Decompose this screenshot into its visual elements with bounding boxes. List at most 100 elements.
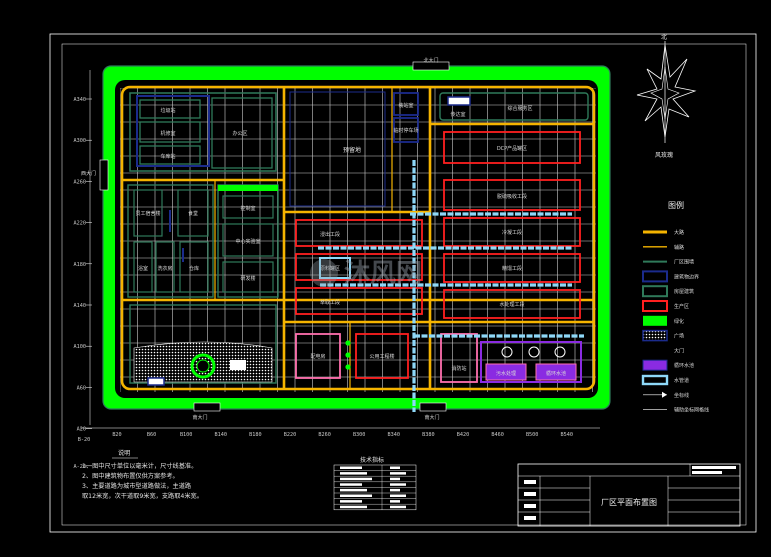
legend-swatch: [642, 359, 668, 371]
axis-x-label: B500: [526, 432, 539, 438]
axis-y-label: A220: [74, 221, 87, 227]
axis-x-label: B100: [180, 432, 193, 438]
yard-reserved: [289, 91, 386, 207]
pipe-junction: [319, 257, 351, 279]
legend-label: 辅路: [674, 244, 684, 251]
nw-compound: [129, 92, 277, 172]
bldg-top-right: [439, 92, 589, 121]
compass-rose-shape: [636, 44, 697, 138]
axis-y-label: A260: [74, 179, 87, 185]
legend-item: 房屋建筑: [642, 285, 694, 298]
axis-x-label: B-20: [78, 437, 91, 443]
legend-item: 大路: [643, 229, 684, 236]
bldg-control: [222, 195, 274, 219]
west-gate: [99, 159, 109, 191]
axis-y-label: A100: [74, 344, 87, 350]
plaza-block: [230, 360, 246, 370]
note-line-2: 2、图中建筑物布置仅供方案参考。: [82, 472, 179, 480]
label-nw2: 机修室: [160, 130, 175, 137]
legend-label: 大门: [674, 347, 684, 354]
legend-label: 房屋建筑: [674, 288, 694, 295]
label-left4: 洗衣房: [157, 265, 172, 272]
tech-table-cell: [340, 472, 367, 475]
tech-table-cell: [390, 466, 400, 469]
label-zone-2: 脱硫吸收工段: [497, 193, 527, 200]
zone-3: [443, 217, 581, 247]
factory-wall: [102, 65, 611, 410]
legend-item: 大门: [674, 347, 684, 354]
tech-table-cell: [390, 488, 400, 492]
label-zone12: 污水处理: [496, 370, 516, 377]
legend-swatch: [642, 329, 668, 342]
label-zone10: 公用工程楼: [369, 353, 394, 360]
bldg-left3: [133, 241, 153, 293]
pool-2: [535, 363, 577, 381]
legend-label: 循环水池: [674, 362, 694, 369]
legend-swatch: [642, 300, 668, 312]
bldg-zone13: [480, 341, 582, 383]
guardhouse-sw: [147, 377, 165, 386]
legend-label: 坐标线: [674, 392, 689, 399]
label-zone-7: 原料罐区: [320, 265, 340, 272]
legend-label: 水管道: [674, 377, 689, 384]
legend-item: 水管道: [641, 374, 689, 386]
transformer-dot-1: [345, 340, 351, 346]
bldg-left1: [133, 189, 163, 237]
drawing-title: 厂区平面布置图: [601, 497, 657, 507]
water-pipes: [318, 160, 584, 412]
axis-x-label: B340: [388, 432, 401, 438]
label-zone-1: DCP产品罐区: [497, 145, 527, 152]
north-gate-label: 北大门: [423, 57, 438, 64]
axis-x-label: B220: [284, 432, 297, 438]
axis-y-label: A300: [74, 138, 87, 144]
label-zone-3: 冷凝工段: [502, 229, 522, 236]
legend-label: 辅助坐标网格线: [674, 407, 709, 414]
legend: 大路辅路厂区围墙建筑物边界房屋建筑生产区绿化广场大门循环水池水管道坐标线辅助坐标…: [641, 229, 709, 414]
axis-x-label: B420: [457, 432, 470, 438]
note-line-1: 1、图中尺寸单位以毫米计，尺寸线基准。: [82, 462, 197, 470]
tb-fill-5: [524, 504, 536, 508]
main-roads: [120, 85, 596, 391]
tb-fill-4: [524, 492, 536, 496]
tb-fill-3: [524, 480, 536, 484]
fountain-core: [196, 359, 210, 373]
bldg-guard1: [393, 92, 419, 116]
legend-item: 厂区围墙: [643, 259, 694, 266]
legend-item: 循环水池: [642, 359, 694, 371]
zone-7: [295, 253, 423, 281]
title-block: [517, 463, 741, 527]
north-gate: [412, 61, 450, 71]
label-nw1: 垃圾站: [160, 107, 175, 114]
lab-green-edge: [218, 185, 278, 191]
tank-1: [501, 346, 513, 358]
label-top-right: 综合服务区: [507, 105, 532, 112]
axis-x-label: B60: [147, 432, 156, 438]
w-compound: [127, 184, 214, 298]
legend-label: 厂区围墙: [674, 259, 694, 266]
label-gate-small: 传达室: [450, 111, 465, 118]
legend-swatch: [641, 374, 669, 386]
bldg-central: [222, 223, 274, 257]
tech-table-title: 技术指标: [360, 456, 384, 464]
tech-table-cell: [340, 483, 362, 486]
compass-rose: 北 风玫瑰: [636, 33, 697, 159]
tb-fill-1: [692, 466, 736, 469]
legend-item: 辅路: [643, 244, 684, 251]
axis-x-label: B380: [422, 432, 435, 438]
zone-2: [443, 179, 581, 211]
legend-swatch: [642, 285, 668, 298]
axis-x-label: B140: [215, 432, 228, 438]
label-zone11: 消防站: [451, 365, 466, 372]
tech-table-cell: [340, 488, 367, 492]
legend-label: 生产区: [674, 303, 689, 310]
bldg-zone10: [355, 333, 409, 379]
label-left2: 食堂: [188, 210, 198, 217]
tank-2: [528, 346, 540, 358]
label-central: 中心实验室: [235, 238, 260, 245]
tb-fill-6: [524, 516, 536, 520]
notes-heading: 说明: [118, 449, 130, 457]
tech-table-cell: [340, 500, 362, 503]
axis-x-label: B460: [491, 432, 504, 438]
label-control: 控制室: [240, 205, 255, 212]
label-zone-8: 萃取工段: [320, 299, 340, 306]
